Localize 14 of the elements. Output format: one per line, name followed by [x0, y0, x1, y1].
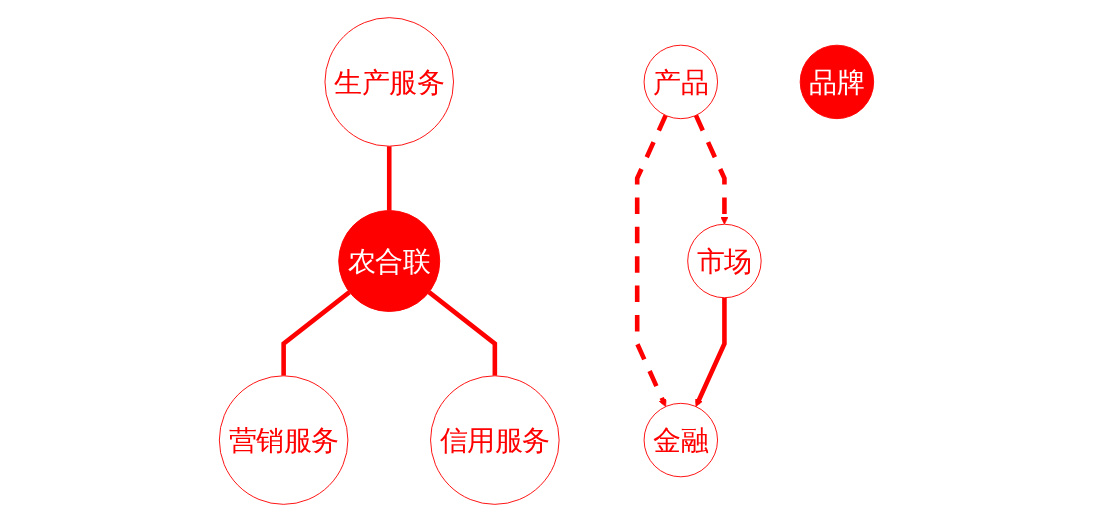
node-circle: 生产服务 [324, 17, 454, 147]
node-circle: 农合联 [338, 210, 441, 312]
node-circle: 营销服务 [218, 375, 349, 505]
arrow [695, 297, 727, 407]
connector [281, 290, 351, 376]
node-circle: 产品 [643, 44, 718, 120]
node-circle: 品牌 [799, 44, 875, 120]
arrow [634, 114, 668, 407]
node-circle: 市场 [687, 223, 762, 299]
node-circle: 信用服务 [430, 375, 560, 505]
node-circle: 金融 [643, 402, 718, 478]
connector [427, 290, 498, 376]
arrow [693, 114, 729, 225]
connector [386, 146, 392, 211]
